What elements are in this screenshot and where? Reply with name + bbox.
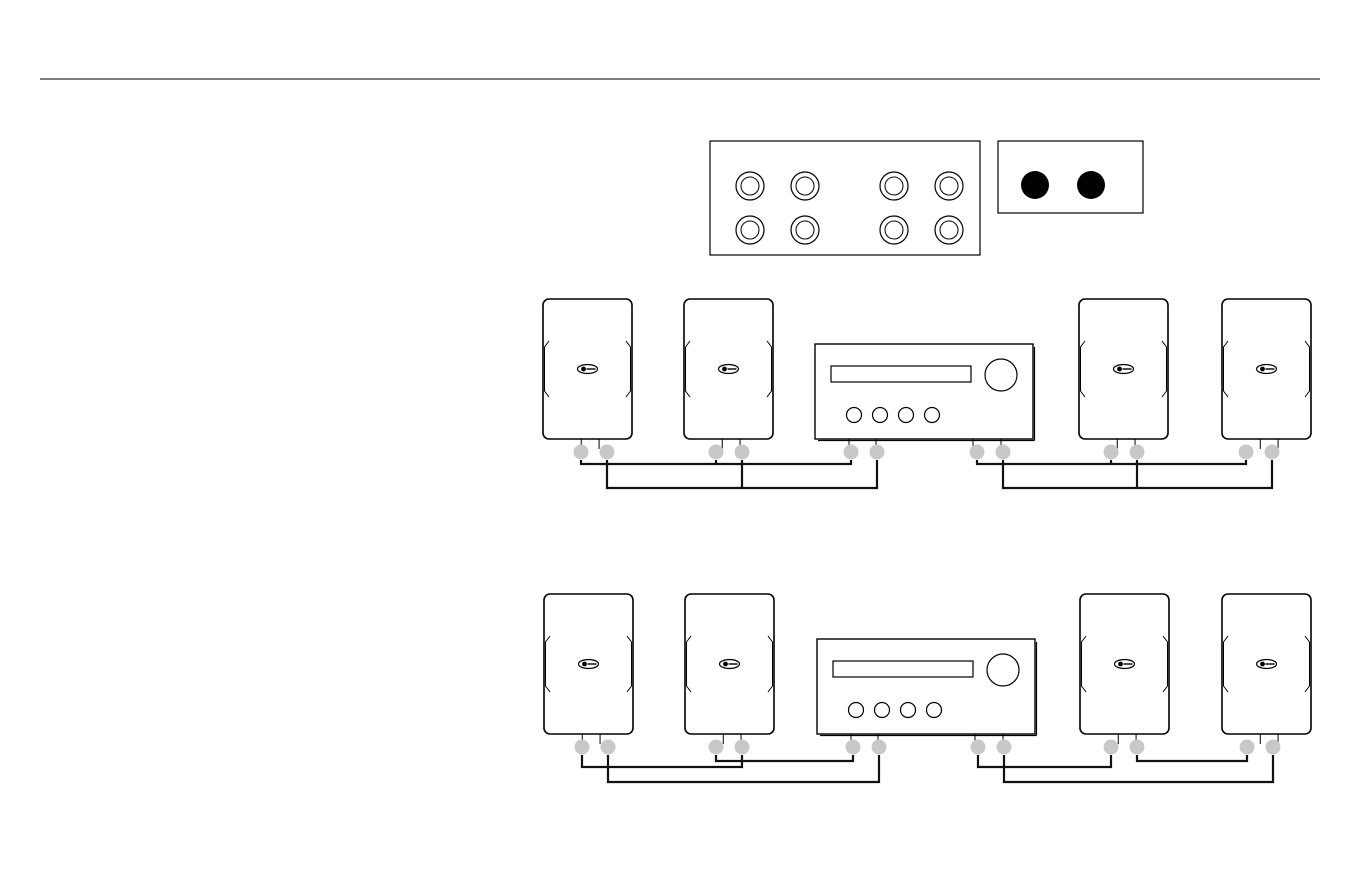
terminal-icon [1130,445,1145,460]
terminal-icon [601,740,616,755]
speaker-icon [1222,299,1311,449]
terminal-icon [996,445,1011,460]
side-jack-panel [998,141,1143,213]
terminal-icon [997,740,1012,755]
terminal-icon [709,445,724,460]
terminal-icon [1130,740,1145,755]
wire-series-right-c [1004,755,1273,782]
terminal-icon [1104,740,1119,755]
brand-logo-icon [1257,365,1277,374]
terminal-icon [574,445,589,460]
speaker-icon [544,594,633,744]
jack-panel-frame [710,141,980,255]
speaker-icon [1079,299,1168,449]
volume-knob-icon [987,654,1019,686]
terminal-icon [1266,740,1281,755]
volume-knob-icon [985,359,1017,391]
speaker-icon [1222,594,1311,744]
brand-logo-icon [579,660,599,669]
wiring-diagram-1 [543,299,1311,488]
terminal-icon [971,740,986,755]
speaker-icon [684,299,773,449]
brand-logo-icon [1115,660,1135,669]
terminal-icon [1104,445,1119,460]
terminal-icon [575,740,590,755]
terminal-icon [872,740,887,755]
terminal-icon [735,740,750,755]
wire-series-right-a [978,755,1111,767]
receiver-icon [817,639,1037,742]
wire-series-left-a [716,755,853,761]
display-window [833,661,973,677]
terminal-icon [870,445,885,460]
wiring-diagram-2 [544,594,1311,782]
terminal-icon [1239,445,1254,460]
terminal-icon [735,445,750,460]
receiver-icon [815,344,1035,447]
terminal-icon [1240,740,1255,755]
brand-logo-icon [720,660,740,669]
speaker-icon [1080,594,1169,744]
control-button-icon [899,408,914,423]
control-button-icon [925,408,940,423]
brand-logo-icon [719,365,739,374]
speaker-icon [543,299,632,449]
top-jack-panel [710,141,980,255]
display-window [831,366,971,382]
control-button-icon [847,408,862,423]
brand-logo-icon [1114,365,1134,374]
wire-series-right-b [1137,755,1247,761]
side-panel-frame [998,141,1143,213]
solid-jack-icon [1021,171,1049,199]
wire-series-left-c [608,755,879,782]
terminal-icon [844,445,859,460]
terminal-icon [1265,445,1280,460]
terminal-icon [600,445,615,460]
terminal-icon [709,740,724,755]
solid-jack-icon [1077,171,1105,199]
control-button-icon [927,703,942,718]
brand-logo-icon [578,365,598,374]
control-button-icon [875,703,890,718]
brand-logo-icon [1257,660,1277,669]
control-button-icon [901,703,916,718]
terminal-icon [970,445,985,460]
control-button-icon [849,703,864,718]
control-button-icon [873,408,888,423]
speaker-icon [685,594,774,744]
terminal-icon [846,740,861,755]
